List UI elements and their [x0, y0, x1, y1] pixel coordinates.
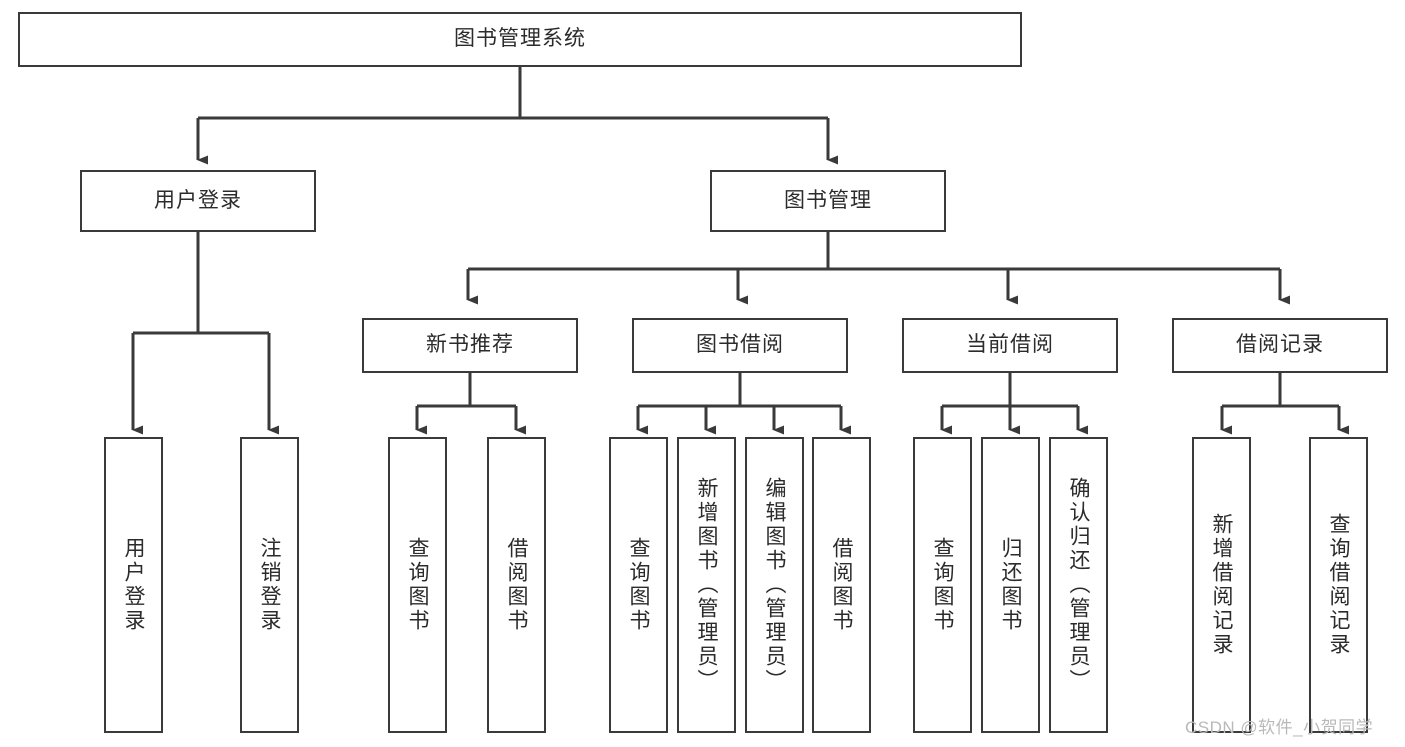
node-label: 用户登录 [122, 537, 145, 633]
node-label: 查询图书 [627, 537, 650, 633]
leaf-record-add[interactable]: 新增借阅记录 [1192, 437, 1251, 733]
leaf-new-book-borrow[interactable]: 借阅图书 [487, 437, 546, 733]
leaf-current-confirm-return[interactable]: 确认归还（管理员） [1049, 437, 1108, 733]
leaf-user-login-logout[interactable]: 注销登录 [240, 437, 299, 733]
node-label: 查询图书 [406, 537, 429, 633]
node-label: 用户登录 [154, 188, 242, 212]
node-current-borrow[interactable]: 当前借阅 [902, 318, 1118, 373]
leaf-current-query-book[interactable]: 查询图书 [913, 437, 972, 733]
leaf-current-return-book[interactable]: 归还图书 [981, 437, 1040, 733]
node-label: 图书管理 [784, 188, 872, 212]
leaf-borrow-edit-book[interactable]: 编辑图书（管理员） [745, 437, 804, 733]
leaf-borrow-add-book[interactable]: 新增图书（管理员） [677, 437, 736, 733]
leaf-borrow-query-book[interactable]: 查询图书 [609, 437, 668, 733]
node-label: 编辑图书（管理员） [763, 477, 786, 693]
watermark: CSDN @软件_小贺同学 [1185, 718, 1374, 737]
node-label: 借阅记录 [1236, 333, 1324, 357]
node-label: 新书推荐 [426, 333, 514, 357]
node-label: 当前借阅 [966, 333, 1054, 357]
node-book-borrow[interactable]: 图书借阅 [632, 318, 848, 373]
node-label: 借阅图书 [505, 537, 528, 633]
leaf-new-book-query[interactable]: 查询图书 [388, 437, 447, 733]
node-label: 归还图书 [999, 537, 1022, 633]
leaf-user-login-login[interactable]: 用户登录 [104, 437, 163, 733]
node-label: 图书管理系统 [454, 27, 586, 51]
leaf-record-query[interactable]: 查询借阅记录 [1309, 437, 1368, 733]
node-label: 查询图书 [931, 537, 954, 633]
node-user-login[interactable]: 用户登录 [80, 170, 316, 232]
node-borrow-record[interactable]: 借阅记录 [1172, 318, 1388, 373]
node-root-system[interactable]: 图书管理系统 [18, 12, 1022, 67]
node-label: 新增借阅记录 [1210, 513, 1233, 657]
node-label: 图书借阅 [696, 333, 784, 357]
node-new-book-recommend[interactable]: 新书推荐 [362, 318, 578, 373]
node-label: 借阅图书 [830, 537, 853, 633]
node-label: 查询借阅记录 [1327, 513, 1350, 657]
node-label: 注销登录 [258, 537, 281, 633]
node-book-management[interactable]: 图书管理 [710, 170, 946, 232]
node-label: 确认归还（管理员） [1067, 477, 1090, 693]
leaf-borrow-borrow-book[interactable]: 借阅图书 [812, 437, 871, 733]
node-label: 新增图书（管理员） [695, 477, 718, 693]
